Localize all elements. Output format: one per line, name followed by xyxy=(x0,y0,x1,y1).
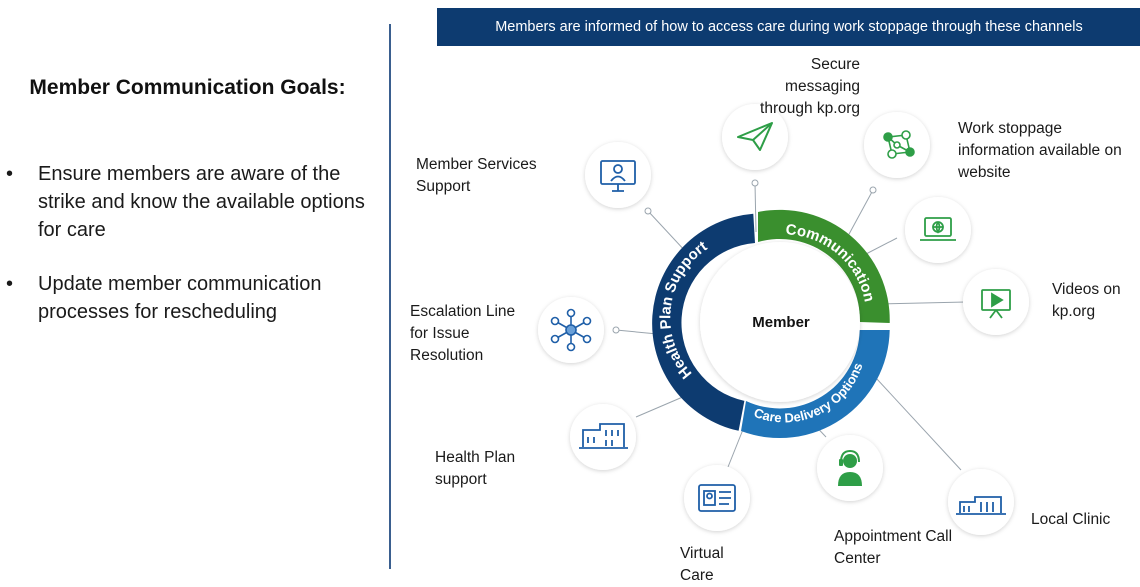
headset-agent-icon xyxy=(838,449,862,486)
network-icon xyxy=(883,130,915,159)
goal-item-text: Update member communication processes fo… xyxy=(38,273,322,323)
goals-title: Member Communication Goals: xyxy=(29,76,346,99)
clinic-building-icon xyxy=(956,496,1006,515)
hospital-building-icon xyxy=(579,423,628,449)
bullet: • xyxy=(6,273,14,295)
panel-divider xyxy=(389,24,391,569)
health-plan-support-segment xyxy=(652,213,755,431)
communication-segment xyxy=(758,209,890,323)
label-secure-messaging: Secure messaging through kp.org xyxy=(760,56,860,117)
label-health-plan-support: Health Plan support xyxy=(435,449,516,488)
computer-support-icon xyxy=(600,160,636,192)
connector-dots xyxy=(612,179,877,334)
label-local-clinic: Local Clinic xyxy=(1031,511,1111,528)
label-virtual-care: Virtual Care xyxy=(680,545,724,584)
goal-item: • Update member communication processes f… xyxy=(0,270,370,326)
laptop-web-icon xyxy=(920,217,956,241)
channels-banner: Members are informed of how to access ca… xyxy=(437,8,1140,46)
label-member-services: Member Services Support xyxy=(416,156,537,195)
label-escalation-line: Escalation Line for Issue Resolution xyxy=(410,303,516,364)
label-appointment-call-center: Appointment Call Center xyxy=(834,528,953,567)
goals-list: • Ensure members are aware of the strike … xyxy=(0,160,370,352)
member-center xyxy=(700,242,860,402)
bullet: • xyxy=(6,163,14,185)
goal-item-text: Ensure members are aware of the strike a… xyxy=(38,163,365,241)
member-hub: Member Health Plan Support Communication… xyxy=(652,209,890,439)
icon-circles xyxy=(538,104,1029,535)
goal-item: • Ensure members are aware of the strike … xyxy=(0,160,370,244)
member-center-label: Member xyxy=(752,314,810,331)
label-videos: Videos on kp.org xyxy=(1052,281,1121,320)
label-work-stoppage-info: Work stoppage information available on w… xyxy=(958,120,1122,181)
video-presentation-icon xyxy=(981,289,1011,319)
paper-plane-icon xyxy=(737,122,773,151)
care-delivery-options-segment xyxy=(741,330,890,439)
hub-network-icon xyxy=(550,308,592,352)
id-card-icon xyxy=(698,484,736,512)
